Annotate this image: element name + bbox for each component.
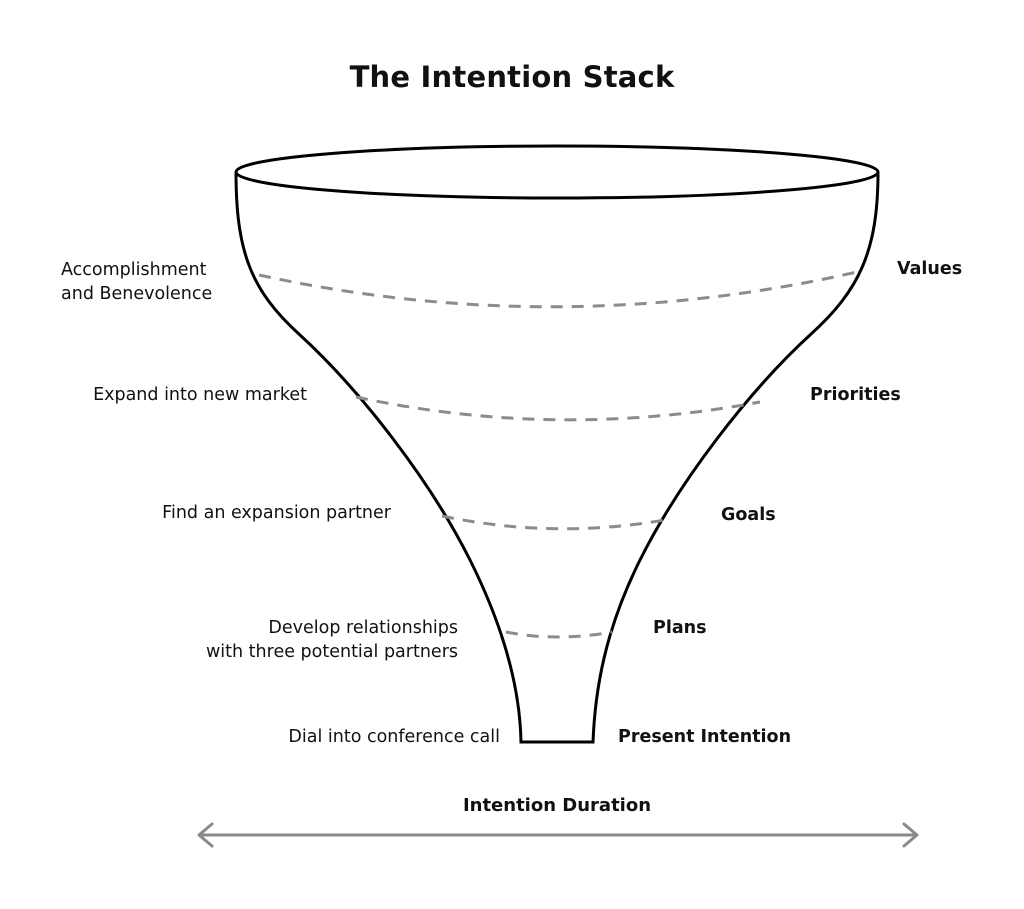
arrow-head-left-icon	[197, 822, 214, 848]
example-priorities: Expand into new market	[93, 385, 307, 405]
arrow-head-right-icon	[902, 822, 919, 848]
level-label-plans: Plans	[653, 618, 707, 638]
funnel-rim	[234, 144, 880, 200]
level-divider-goals	[441, 514, 671, 531]
level-label-priorities: Priorities	[810, 385, 901, 405]
level-label-values: Values	[897, 259, 963, 279]
example-present-intention: Dial into conference call	[288, 727, 500, 747]
duration-arrow	[197, 822, 919, 848]
funnel-body-outline	[234, 171, 880, 744]
level-divider-plans	[505, 630, 613, 639]
example-goals: Find an expansion partner	[162, 503, 391, 523]
level-divider-values	[258, 270, 858, 309]
level-label-present-intention: Present Intention	[618, 727, 792, 747]
level-label-goals: Goals	[721, 505, 776, 525]
level-divider-priorities	[355, 395, 761, 422]
diagram-title: The Intention Stack	[349, 60, 675, 94]
axis-label-intention-duration: Intention Duration	[462, 795, 652, 816]
